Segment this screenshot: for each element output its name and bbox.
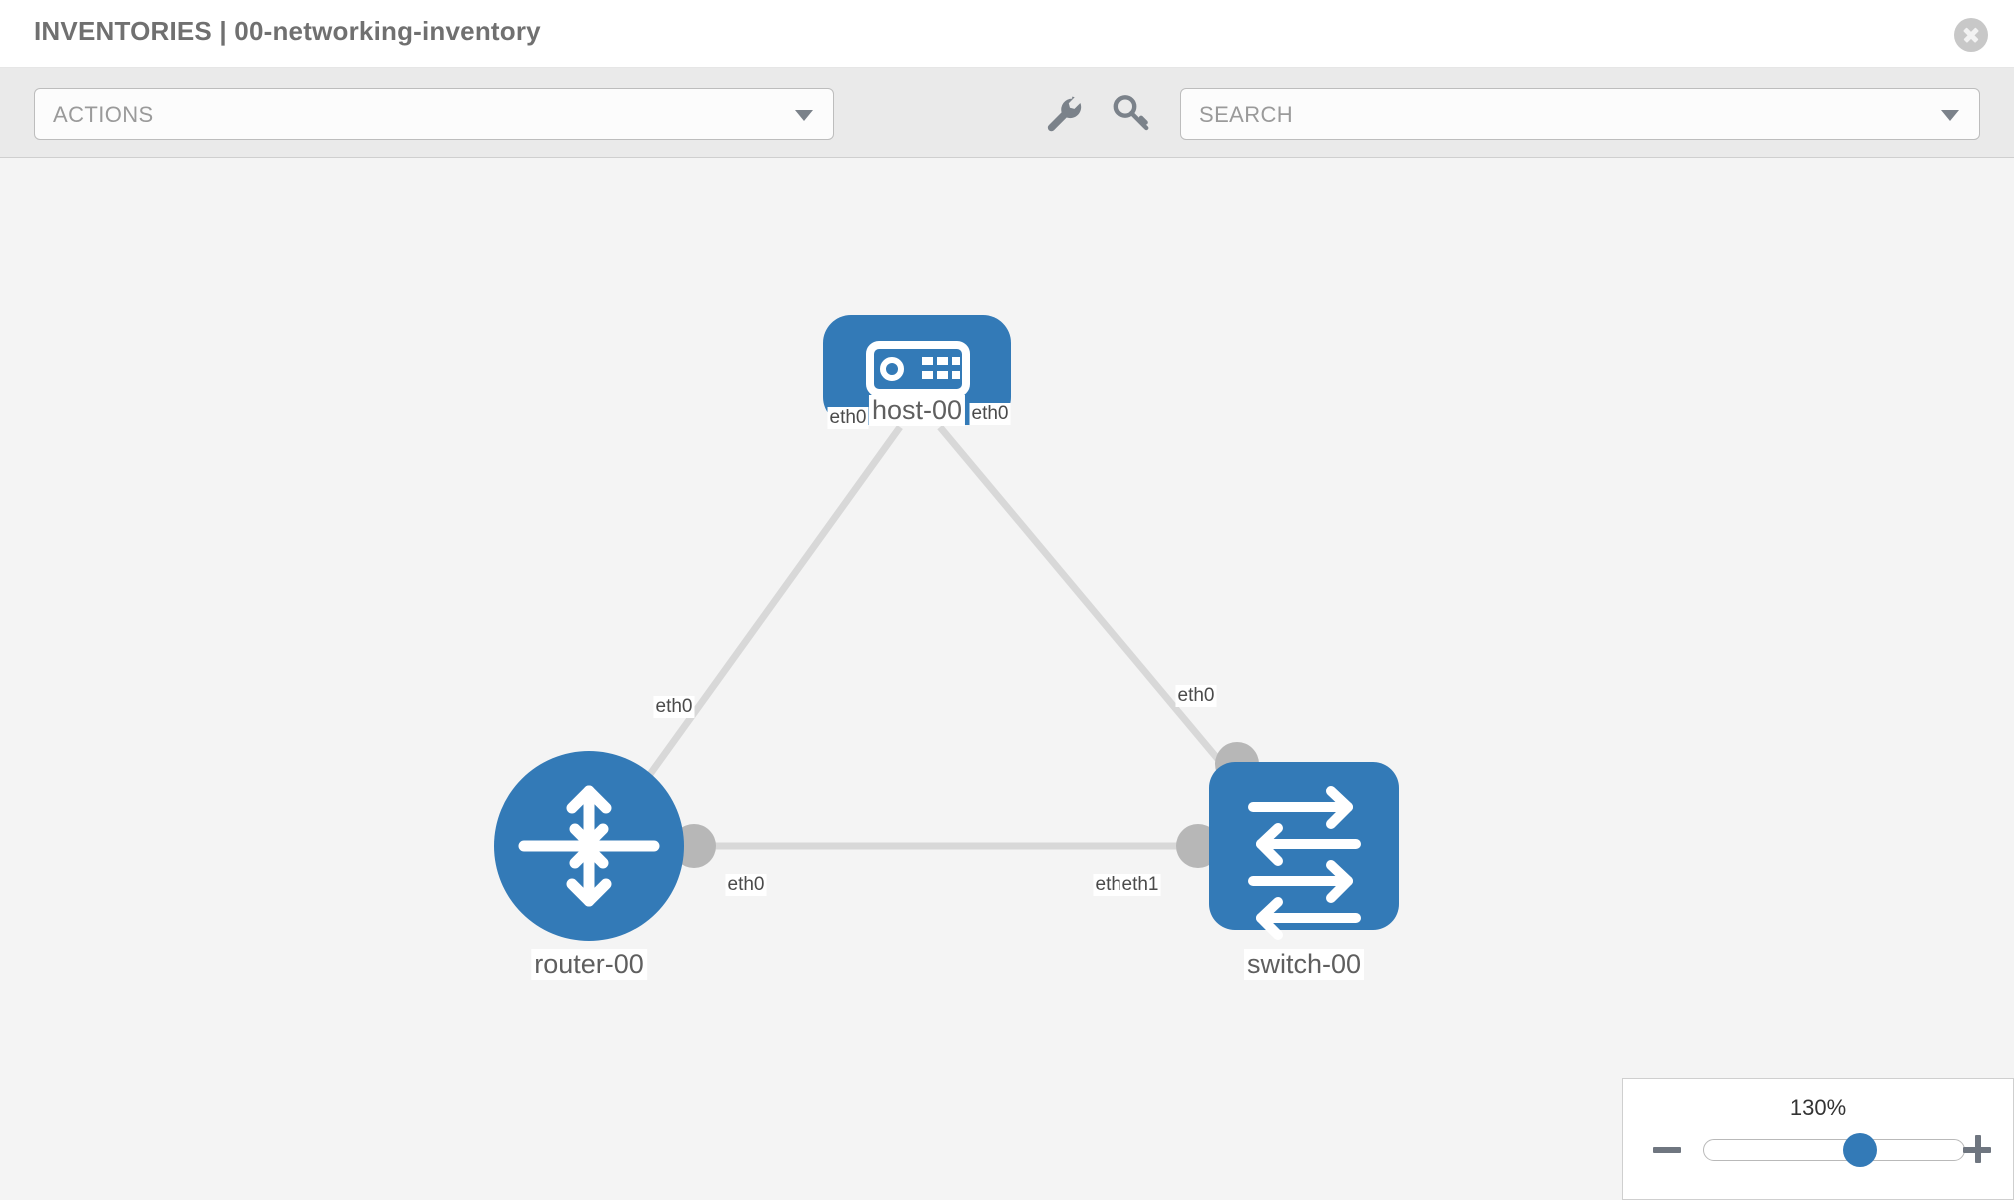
zoom-control: 130%: [1622, 1078, 2014, 1200]
edge-host-switch: [937, 424, 1235, 779]
edge-host-router: [640, 424, 903, 787]
node-switch-00[interactable]: [1209, 762, 1399, 940]
chevron-down-icon: [1941, 110, 1959, 121]
page-title: INVENTORIES | 00-networking-inventory: [34, 16, 541, 46]
iface-label-switch-eth0-host: eth0: [1175, 685, 1217, 707]
topology-graph: [494, 315, 1399, 941]
zoom-out-button[interactable]: [1651, 1133, 1685, 1167]
actions-dropdown-label: ACTIONS: [53, 102, 154, 127]
page-header: INVENTORIES | 00-networking-inventory: [0, 0, 2014, 68]
actions-dropdown[interactable]: ACTIONS: [34, 88, 834, 140]
iface-label-router-eth0-host: eth0: [653, 696, 695, 718]
zoom-slider-handle[interactable]: [1843, 1133, 1877, 1167]
iface-label-router-eth0-switch: eth0: [725, 874, 767, 896]
wrench-icon[interactable]: [1042, 92, 1086, 136]
key-icon[interactable]: [1110, 92, 1154, 136]
toolbar: ACTIONS SEARCH: [0, 68, 2014, 158]
zoom-slider[interactable]: [1703, 1133, 1965, 1167]
search-input[interactable]: SEARCH: [1180, 88, 1980, 140]
zoom-percent-label: 130%: [1789, 1095, 1847, 1120]
node-label-host-00: host-00: [868, 395, 966, 426]
search-placeholder: SEARCH: [1199, 102, 1294, 127]
zoom-in-button[interactable]: [1961, 1133, 1995, 1167]
iface-label-switch-eth1-router: eth1: [1119, 874, 1161, 896]
close-icon[interactable]: [1954, 18, 1988, 52]
node-label-switch-00: switch-00: [1243, 949, 1365, 980]
iface-label-host-eth0-router: eth0: [827, 407, 869, 429]
node-label-router-00: router-00: [531, 949, 647, 980]
switch-arrows-icon: [1248, 786, 1361, 940]
iface-label-host-eth0-switch: eth0: [969, 403, 1011, 425]
server-icon: [866, 341, 970, 397]
topology-canvas[interactable]: host-00 router-00 switch-00 eth0 eth0 et…: [0, 159, 2014, 1200]
node-router-00[interactable]: [494, 751, 684, 941]
chevron-down-icon: [795, 110, 813, 121]
router-arrows-icon: [518, 785, 660, 907]
